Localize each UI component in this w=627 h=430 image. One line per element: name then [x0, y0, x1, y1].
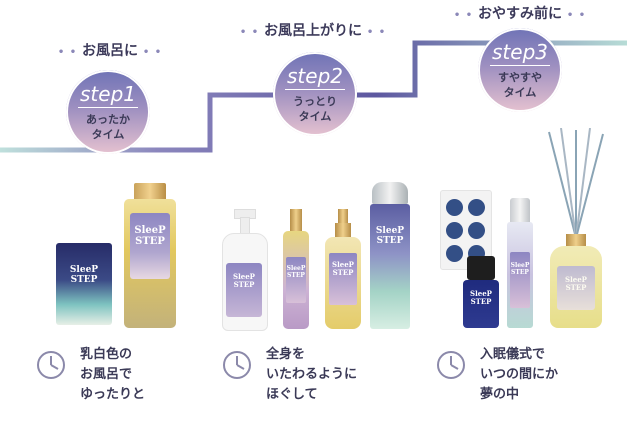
clock-icon	[37, 351, 65, 379]
step2-caption: 全身をいたわるようにほぐして	[266, 347, 358, 402]
body-milk-pump-bottle: SleeP STEP	[222, 209, 268, 331]
step1-badge: step1 あったかタイム	[66, 70, 150, 154]
step2-heading: • • お風呂上がりに • •	[239, 23, 387, 39]
bath-lotion-bottle: SleeP STEP	[124, 183, 176, 328]
body-oil-bottle: SleeP STEP	[283, 209, 309, 329]
massage-oil-dropper: SleeP STEP	[325, 209, 361, 329]
mist-spray-can: SleeP STEP	[370, 182, 410, 329]
step1-heading: • • お風呂に • •	[57, 43, 163, 59]
step2-badge: step2 うっとりタイム	[273, 52, 357, 136]
step3-badge: step3 すやすやタイム	[478, 28, 562, 112]
clock-icon	[223, 351, 251, 379]
clock-icon	[437, 351, 465, 379]
essential-oil-bottle: SleeP STEP	[463, 256, 499, 328]
step3-heading: • • おやすみ前に • •	[453, 6, 587, 22]
bath-salt-packet: SleeP STEP	[56, 243, 112, 325]
reed-diffuser: SleeP STEP	[545, 128, 607, 328]
eye-patch-sheet	[440, 190, 492, 270]
pillow-mist-bottle: SleeP STEP	[507, 198, 533, 328]
step1-caption: 乳白色のお風呂でゆったりと	[80, 347, 146, 402]
step3-caption: 入眠儀式でいつの間にか夢の中	[480, 347, 559, 402]
